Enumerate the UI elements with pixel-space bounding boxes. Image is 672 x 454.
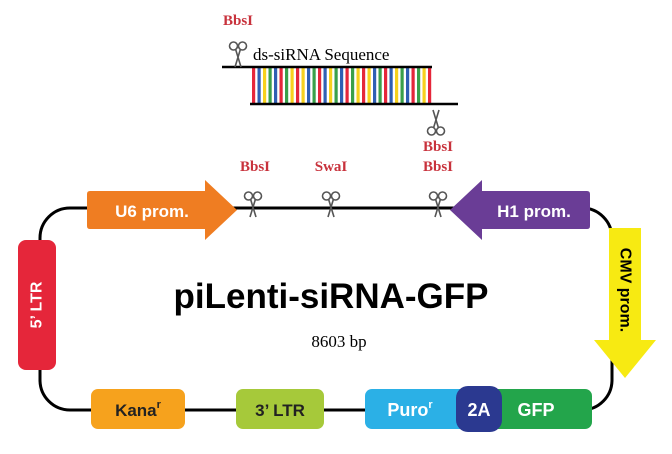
- base-pair-bar: [373, 68, 377, 103]
- base-pair-bar: [285, 68, 289, 103]
- ltr5-shape: [18, 240, 56, 370]
- base-pair-bar: [356, 68, 360, 103]
- ltr5-element: 5’ LTR: [18, 240, 56, 370]
- ltr5-label: 5’ LTR: [29, 281, 46, 328]
- kana-element: Kanar: [91, 389, 185, 429]
- gfp-label: GFP: [517, 400, 554, 420]
- base-pair-bar: [362, 68, 366, 103]
- base-pair-bar: [422, 68, 426, 103]
- puro-label: Puror: [387, 399, 433, 420]
- scissors-icon: [428, 191, 448, 218]
- insert-bottom-site: BbsI: [423, 109, 453, 155]
- base-pair-bar: [417, 68, 421, 103]
- base-pair-bar: [257, 68, 261, 103]
- base-pair-bar: [312, 68, 316, 103]
- cmv-promoter-shape: [594, 228, 656, 378]
- cmv-promoter: CMV prom.: [594, 228, 656, 378]
- base-pair-bar: [274, 68, 278, 103]
- base-pair-bar: [384, 68, 388, 103]
- site-middle: SwaI: [315, 159, 348, 218]
- base-pair-bar: [351, 68, 355, 103]
- base-pair-bar: [334, 68, 338, 103]
- site-right: BbsI: [423, 159, 453, 218]
- site-middle-label: SwaI: [315, 159, 348, 175]
- base-pair-bar: [263, 68, 267, 103]
- ltr3-shape: [236, 389, 324, 429]
- base-pair-bar: [268, 68, 272, 103]
- base-pair-bar: [323, 68, 327, 103]
- plasmid-size: 8603 bp: [311, 332, 366, 351]
- base-pair-bar: [367, 68, 371, 103]
- u6-promoter: U6 prom.: [87, 180, 237, 240]
- site-left: BbsI: [240, 159, 270, 218]
- base-pair-bar: [290, 68, 294, 103]
- base-pair-bar: [395, 68, 399, 103]
- base-pair-bar: [329, 68, 333, 103]
- site-right-label: BbsI: [423, 159, 453, 175]
- kana-shape: [91, 389, 185, 429]
- puro-text: Puro: [387, 400, 428, 420]
- base-pair-bar: [296, 68, 300, 103]
- u6-promoter-label: U6 prom.: [115, 202, 189, 221]
- insert-top-site: BbsI: [223, 13, 253, 68]
- t2a-element: 2A: [456, 386, 502, 432]
- puro-superscript: r: [428, 399, 433, 411]
- ltr3-element: 3’ LTR: [236, 389, 324, 429]
- kana-superscript: r: [157, 399, 162, 411]
- base-pair-bar: [345, 68, 349, 103]
- insert-top-site-label: BbsI: [223, 13, 253, 29]
- insert-duplex: [222, 65, 458, 106]
- insert-bottom-site-label: BbsI: [423, 139, 453, 155]
- scissors-icon: [243, 191, 263, 218]
- t2a-shape: [456, 386, 502, 432]
- h1-promoter: H1 prom.: [450, 180, 590, 240]
- puro-element: Puror: [365, 389, 477, 429]
- base-pair-bar: [307, 68, 311, 103]
- base-pair-bar: [400, 68, 404, 103]
- kana-text: Kana: [115, 401, 157, 420]
- base-pair-bar: [428, 68, 432, 103]
- base-pair-bar: [301, 68, 305, 103]
- kana-label: Kanar: [115, 399, 162, 420]
- insert-label: ds-siRNA Sequence: [253, 45, 389, 64]
- cmv-promoter-label: CMV prom.: [617, 248, 634, 332]
- scissors-icon: [321, 191, 341, 218]
- scissors-icon: [426, 109, 446, 136]
- base-pair-bar: [340, 68, 344, 103]
- scissors-icon: [228, 41, 248, 68]
- h1-promoter-label: H1 prom.: [497, 202, 571, 221]
- base-pair-bar: [318, 68, 322, 103]
- t2a-label: 2A: [467, 400, 490, 420]
- ltr3-label: 3’ LTR: [255, 401, 305, 420]
- base-pair-bar: [252, 68, 256, 103]
- puro-shape: [365, 389, 477, 429]
- u6-promoter-shape: [87, 180, 237, 240]
- plasmid-name: piLenti-siRNA-GFP: [174, 277, 489, 316]
- base-pair-bar: [378, 68, 382, 103]
- base-pair-bar: [411, 68, 415, 103]
- site-left-label: BbsI: [240, 159, 270, 175]
- base-pair-bar: [406, 68, 410, 103]
- base-pair-bars: [252, 68, 432, 103]
- h1-promoter-shape: [450, 180, 590, 240]
- base-pair-bar: [389, 68, 393, 103]
- base-pair-bar: [279, 68, 283, 103]
